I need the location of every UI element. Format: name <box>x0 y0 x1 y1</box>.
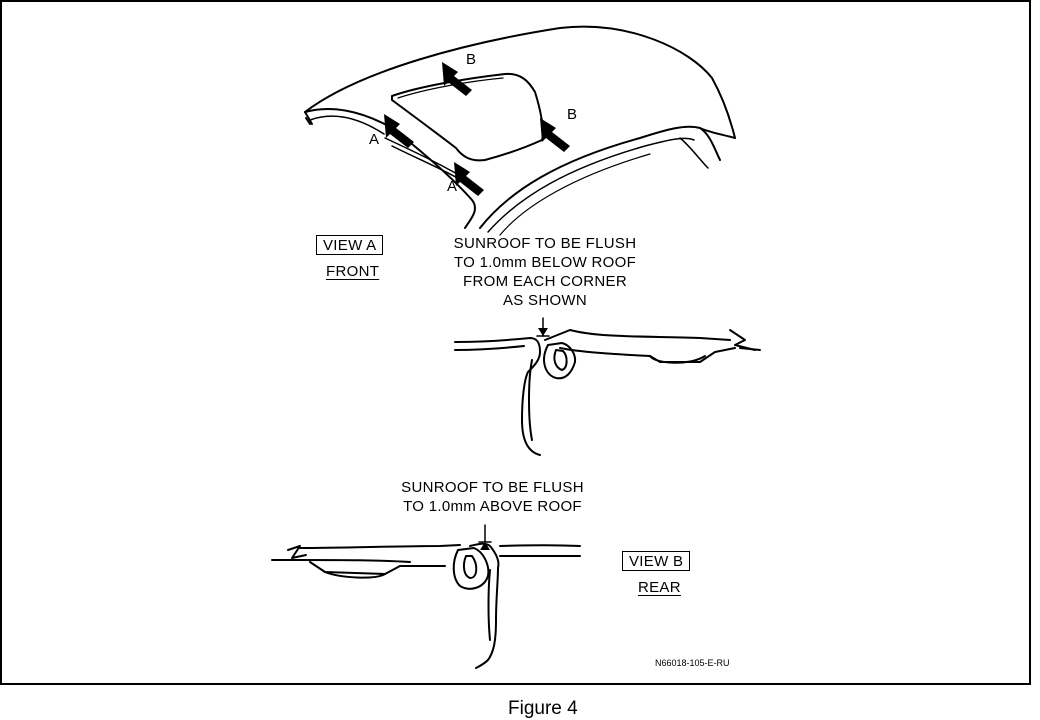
direction-arrows <box>384 62 570 196</box>
label-b-right: B <box>567 106 578 123</box>
label-a-left: A <box>369 131 380 148</box>
view-b-note-line: TO 1.0mm ABOVE ROOF <box>403 498 582 515</box>
view-b-title: VIEW B <box>622 551 691 571</box>
view-b-subtitle: REAR <box>638 579 681 596</box>
view-b-note: SUNROOF TO BE FLUSH TO 1.0mm ABOVE ROOF <box>365 478 620 516</box>
view-a-section <box>454 317 761 456</box>
figure-caption: Figure 4 <box>508 698 578 719</box>
view-a-note-line: FROM EACH CORNER <box>463 273 627 290</box>
view-b-note-line: SUNROOF TO BE FLUSH <box>401 479 584 496</box>
view-a-note-line: TO 1.0mm BELOW ROOF <box>453 254 637 271</box>
label-a-bottom: A <box>447 178 458 195</box>
label-b-top: B <box>466 51 477 68</box>
view-a-subtitle: FRONT <box>326 263 380 280</box>
view-a-note-line: AS SHOWN <box>502 292 588 309</box>
view-a-note-line: SUNROOF TO BE FLUSH <box>453 235 637 252</box>
figure-frame <box>0 0 1031 685</box>
view-b-section <box>271 524 581 669</box>
view-a-note: SUNROOF TO BE FLUSH TO 1.0mm BELOW ROOF … <box>420 234 670 310</box>
drawing-code: N66018-105-E-RU <box>655 658 730 668</box>
view-a-title: VIEW A <box>316 235 384 255</box>
